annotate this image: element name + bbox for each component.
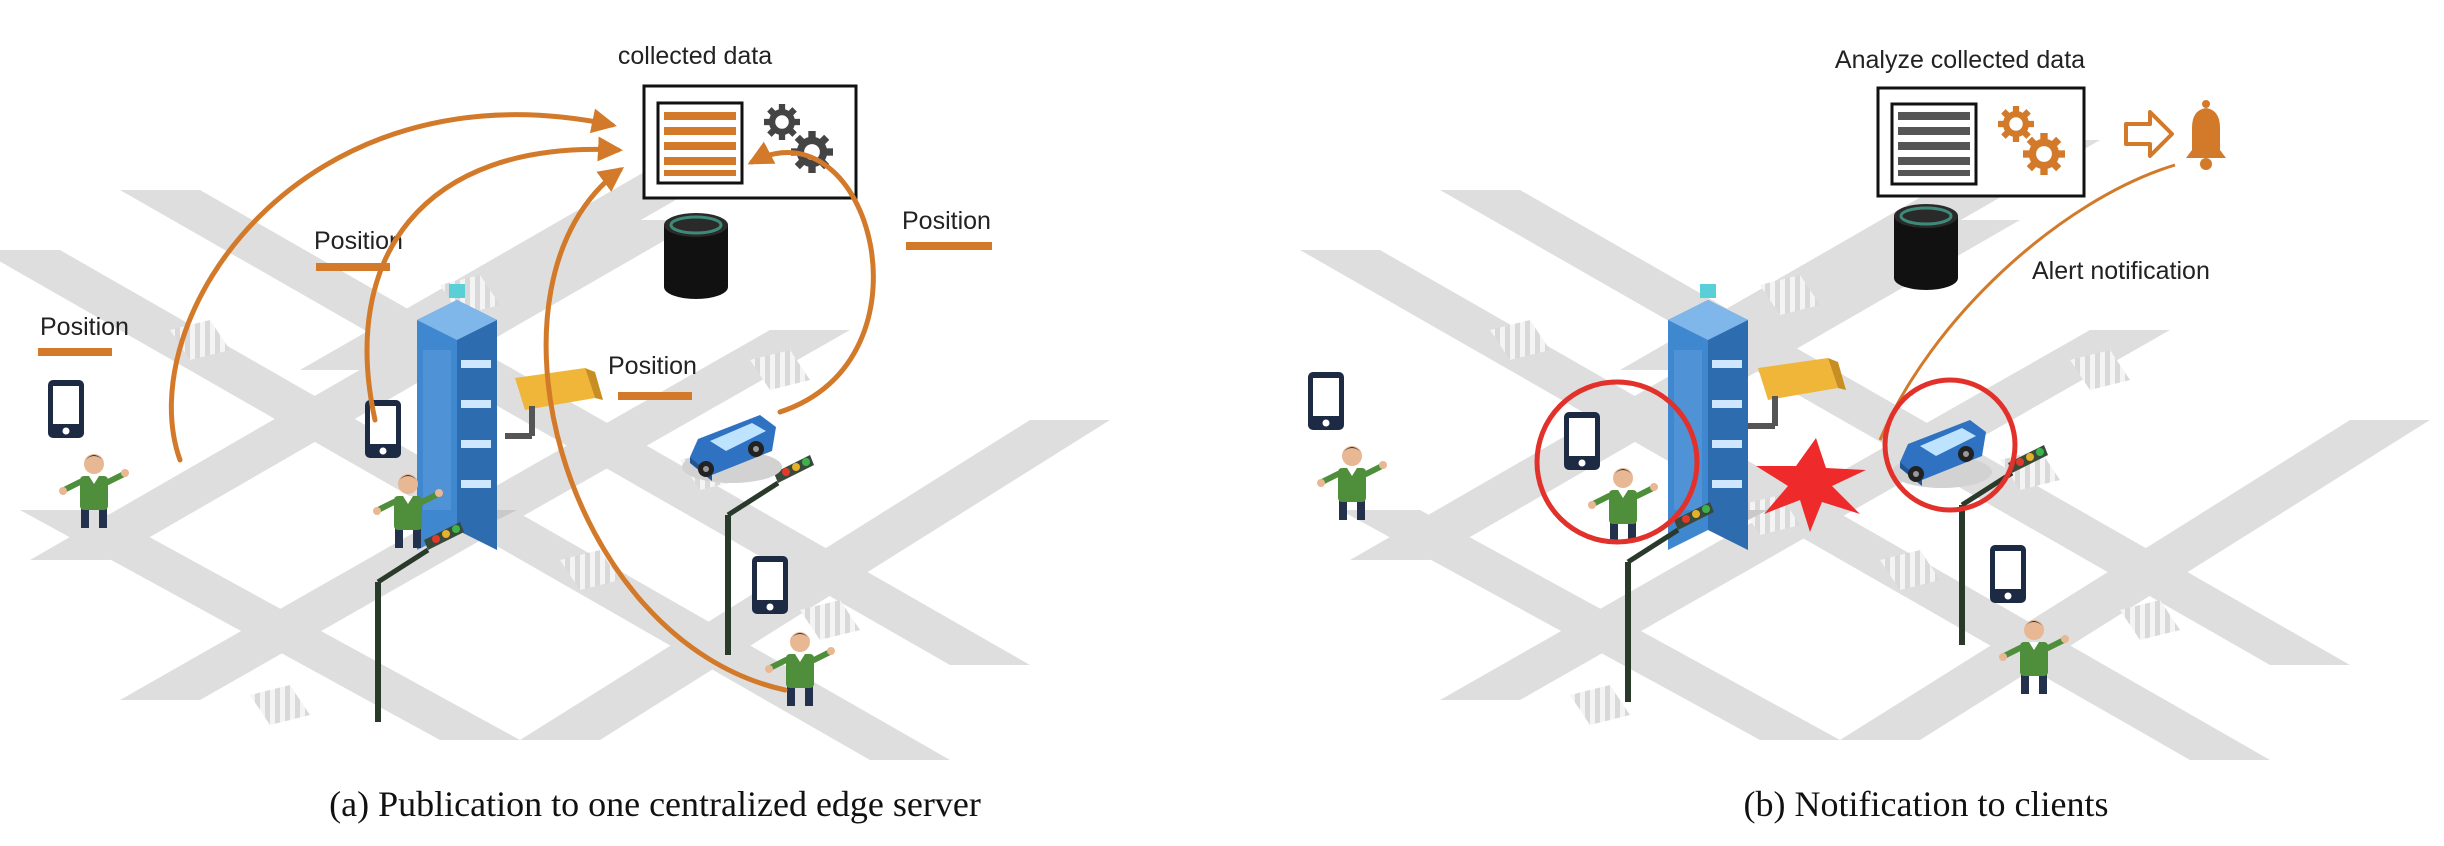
smartphone-icon: [1308, 372, 1344, 430]
svg-text:Position: Position: [902, 207, 991, 235]
alert-notification-label: Alert notification: [2032, 257, 2210, 285]
position-label-3: Position: [608, 352, 697, 400]
panel-b: Analyze collected data Alert notificatio…: [1300, 46, 2430, 824]
position-label-4: Position: [902, 207, 992, 250]
pedestrian-icon: [1588, 468, 1658, 542]
alert-circle-car: [1882, 377, 2018, 513]
caption-b: (b) Notification to clients: [1744, 784, 2109, 824]
svg-text:Position: Position: [40, 313, 129, 341]
collision-star-icon: [1756, 438, 1866, 532]
car-icon: [682, 415, 782, 483]
database-icon: [1892, 202, 1960, 292]
panel-a: collected data Position Position Positio…: [0, 42, 1110, 824]
alert-circle-pedestrian: [1534, 379, 1700, 545]
svg-text:Position: Position: [608, 352, 697, 380]
position-label-1: Position: [38, 313, 129, 356]
caption-a: (a) Publication to one centralized edge …: [329, 784, 981, 824]
database-icon: [662, 211, 730, 301]
road-grid-b: [1300, 140, 2430, 760]
document-list-icon: [1890, 102, 1978, 186]
analyze-data-title: Analyze collected data: [1835, 46, 2085, 74]
arrow-right-icon: [2124, 110, 2174, 158]
smartphone-icon: [48, 380, 84, 438]
document-list-icon: [656, 101, 744, 185]
pedestrian-icon: [1317, 446, 1387, 520]
alert-line: [1878, 163, 2176, 441]
smartphone-icon: [752, 556, 788, 614]
analyze-data-box: [1876, 86, 2086, 198]
smartphone-icon: [1564, 412, 1600, 470]
publish-arrows: [168, 108, 876, 693]
collected-data-box: [642, 84, 858, 200]
smartphone-icon: [1990, 545, 2026, 603]
bell-icon: [2186, 100, 2226, 170]
collected-data-title: collected data: [618, 42, 772, 70]
